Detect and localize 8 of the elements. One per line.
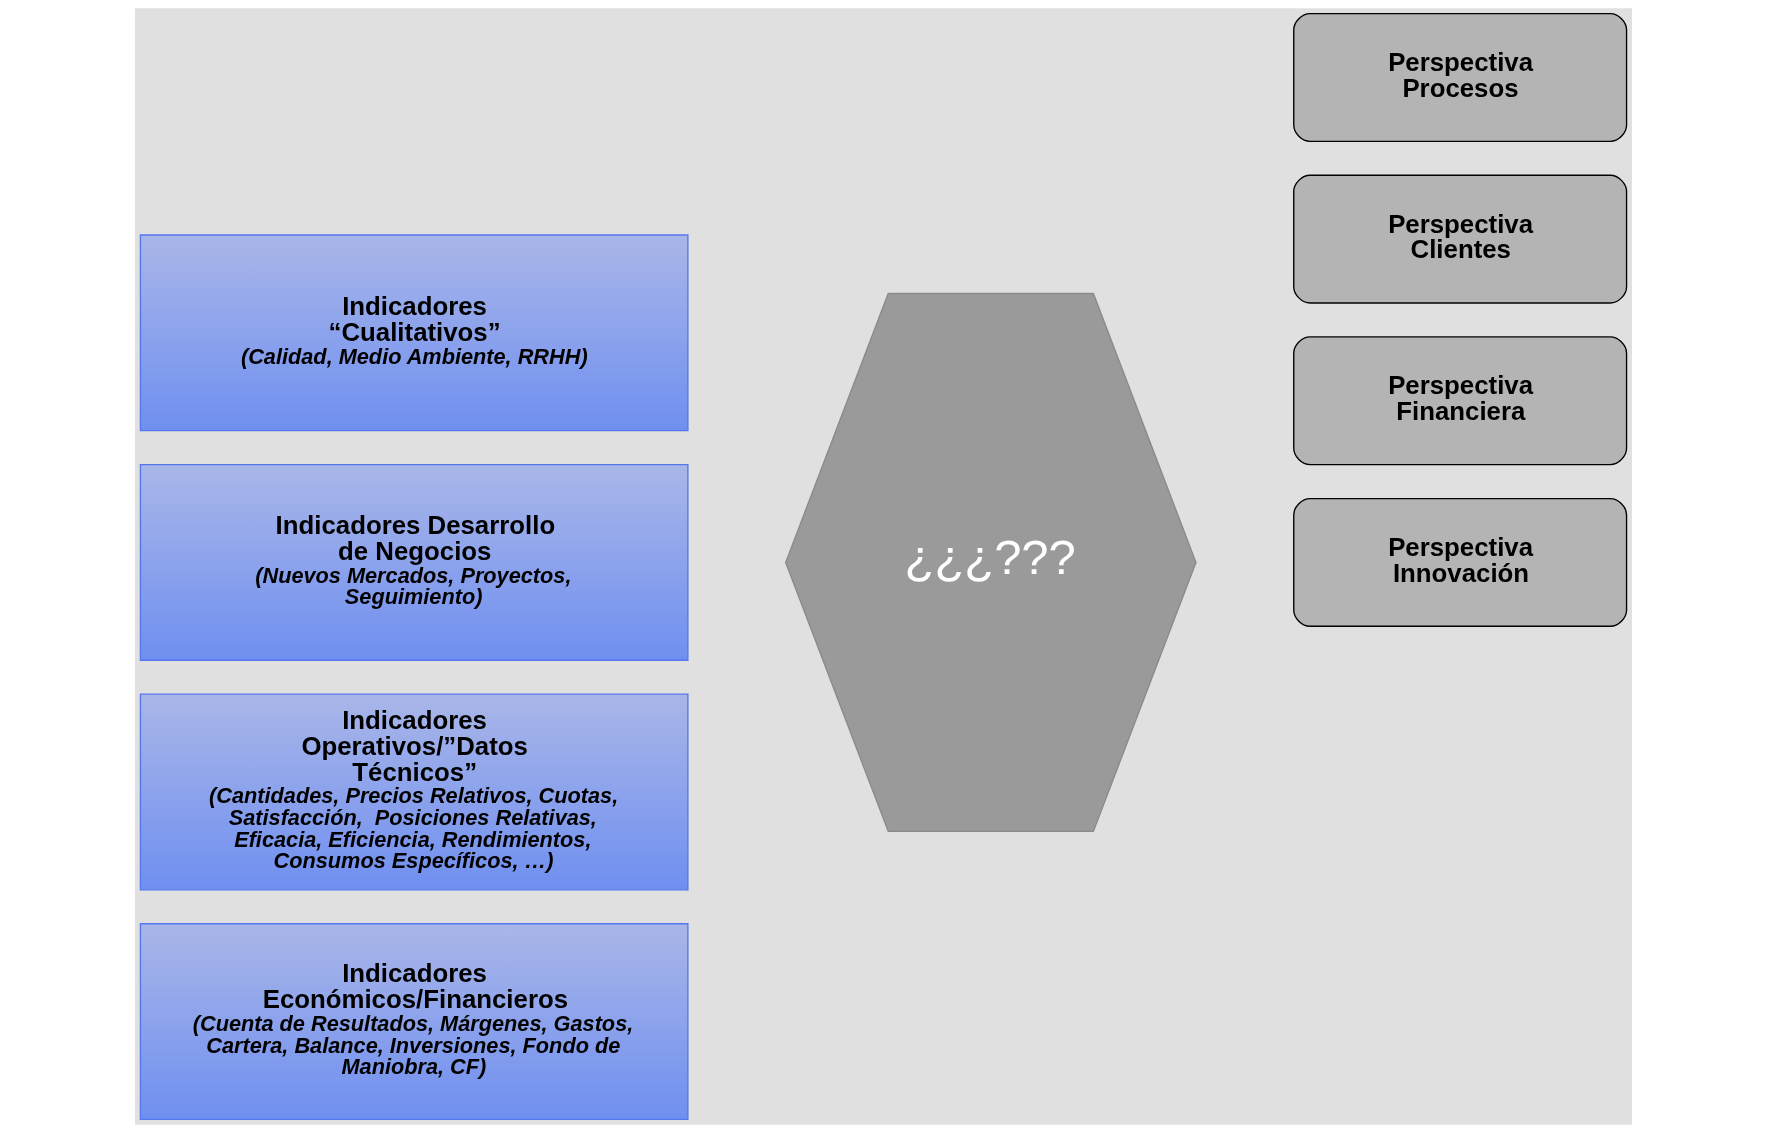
node-box: Indicadores “Cualitativos” (Calidad, Medio Ambiente, RRHH) [139, 234, 689, 432]
node-box: Perspectiva Procesos [1292, 12, 1627, 142]
node-box: Indicadores Operativos/”Datos Técnicos” (Cantidades, Precios Relativos, Cuotas, Satisfacción, Posiciones Relativas, Eficacia, Eficiencia, Rendimientos, Consumos Específicos, …) [139, 693, 689, 891]
node-box: Perspectiva Innovación [1292, 497, 1627, 627]
node-box: Indicadores Económicos/Financieros (Cuenta de Resultados, Márgenes, Gastos, Cartera, Balance, Inversiones, Fondo de Maniobra, CF) [139, 923, 689, 1121]
node-box: Indicadores Desarrollo de Negocios (Nuevos Mercados, Proyectos, Seguimiento) [139, 463, 689, 661]
node-box: Perspectiva Financiera [1292, 336, 1627, 466]
node-box: Perspectiva Clientes [1292, 174, 1627, 304]
